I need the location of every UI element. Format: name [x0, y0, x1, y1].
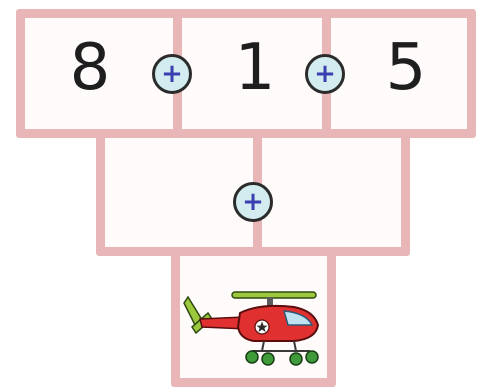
middle-cell-2[interactable]	[253, 129, 410, 256]
plus-icon: +	[305, 54, 345, 94]
plus-sign: +	[242, 189, 264, 215]
top-number-3: 5	[376, 36, 436, 100]
top-number-1: 8	[60, 36, 120, 100]
plus-icon: +	[233, 182, 273, 222]
top-number-2: 1	[225, 36, 285, 100]
helicopter-icon	[182, 283, 327, 368]
plus-sign: +	[161, 61, 183, 87]
plus-sign: +	[314, 61, 336, 87]
plus-icon: +	[152, 54, 192, 94]
